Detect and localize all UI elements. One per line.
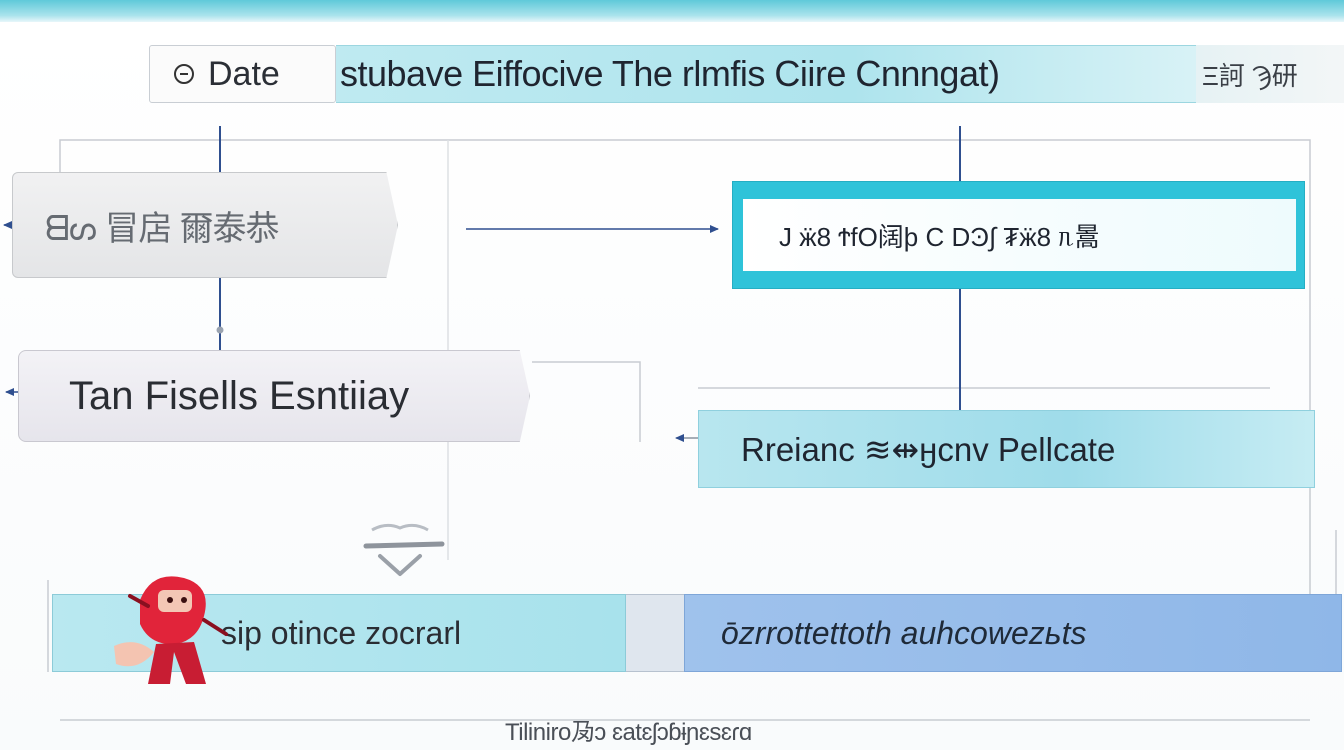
- header-date-label: Date: [208, 54, 280, 93]
- node-grey-middle: Tan Fisells Esntiiay: [18, 350, 530, 442]
- mascot-figure: [114, 576, 228, 684]
- top-accent-strip: [0, 0, 1344, 22]
- node-bottom-right: ōzrrottettoth auhcowezьts: [684, 594, 1342, 672]
- footer-caption: Tiliniro夃ɔ ɛatɛʃɔɓɨɲɛsɛɾɑ: [505, 719, 752, 746]
- node-cyan-middle: Rreianc ≋⇹ӈcnv Pellcate: [698, 410, 1315, 488]
- node-cyan-top-label: J ӝ8 ϮfO阔ϸ C DϿ∫ ₮ӝ8 ᥰ暠: [743, 199, 1296, 271]
- node-grey-top: ᗺᔕ 冒扂 爾泰恭: [12, 172, 398, 278]
- header-title: stubave Eiffocive The rlmfis Ciire Cnnng…: [336, 45, 1196, 103]
- clock-icon: [174, 64, 194, 84]
- node-bottom-divider: [626, 594, 684, 672]
- chevron-down-icon: [363, 523, 445, 576]
- header-tail-label: Ξ訶 Ϡ研: [1196, 45, 1344, 103]
- node-cyan-top: J ӝ8 ϮfO阔ϸ C DϿ∫ ₮ӝ8 ᥰ暠: [732, 181, 1305, 289]
- header-date-cell: Date: [149, 45, 336, 103]
